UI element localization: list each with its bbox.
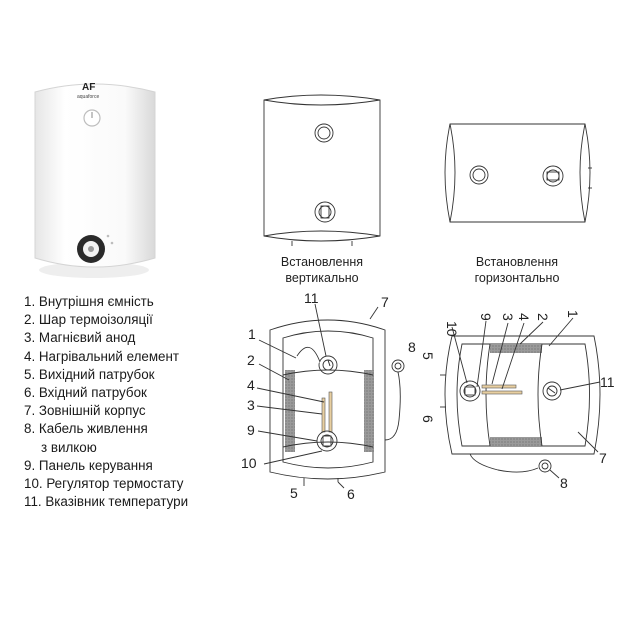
insulation-left — [285, 370, 295, 452]
legend-item-continuation: з вилкою — [41, 439, 97, 455]
legend-item: 4. Нагрівальний елемент — [24, 348, 180, 364]
legend-item: 1. Внутрішня ємність — [24, 294, 154, 309]
insulation-right — [364, 370, 374, 452]
legend-item: 11. Вказівник температури — [24, 494, 189, 510]
hor-element — [481, 390, 523, 395]
vert-element — [328, 391, 333, 433]
hor-label-4: 4 — [516, 313, 532, 321]
vert-anode — [321, 397, 326, 433]
vert-label-1: 1 — [248, 326, 256, 342]
insulation-bottom — [490, 437, 542, 446]
legend-item: 2. Шар термоізоляції — [24, 312, 153, 328]
caption-horizontal-line1: Встановлення — [475, 255, 559, 269]
legend-item: 3. Магнієвий анод — [24, 330, 136, 346]
hor-label-1: 1 — [565, 310, 581, 318]
hor-label-9: 9 — [478, 313, 494, 321]
logo-brand: aquaforce — [77, 94, 99, 100]
horizontal-outline — [444, 123, 592, 223]
vert-label-2: 2 — [247, 352, 255, 368]
vert-label-11: 11 — [304, 290, 319, 306]
parts-legend: 1. Внутрішня ємність 2. Шар термоізоляці… — [24, 293, 254, 511]
vert-label-4: 4 — [247, 377, 255, 393]
caption-vertical: Встановлення вертикально — [262, 254, 382, 286]
hor-anode — [481, 384, 517, 389]
vert-label-10: 10 — [241, 455, 257, 471]
legend-item: 8. Кабель живлення — [24, 421, 148, 437]
hor-label-6: 6 — [420, 415, 436, 423]
logo-mark: AF — [82, 82, 95, 93]
product-photo — [34, 83, 156, 278]
hor-label-8: 8 — [560, 475, 568, 491]
caption-horizontal: Встановлення горизонтально — [452, 254, 582, 286]
horizontal-cutaway — [440, 317, 601, 479]
hor-label-10: 10 — [444, 321, 460, 337]
vert-label-8: 8 — [408, 339, 416, 355]
hor-label-2: 2 — [535, 313, 551, 321]
caption-vertical-line2: вертикально — [285, 271, 359, 285]
vert-label-7: 7 — [381, 294, 389, 310]
vert-label-3: 3 — [247, 397, 255, 413]
legend-item: 9. Панель керування — [24, 457, 153, 473]
hor-label-3: 3 — [500, 313, 516, 321]
horizontal-callouts: 10 9 3 4 2 1 5 6 11 7 8 — [420, 310, 615, 491]
caption-horizontal-line2: горизонтально — [474, 271, 560, 285]
legend-item: 5. Вихідний патрубок — [24, 366, 155, 382]
vertical-callouts: 11 7 1 2 8 4 3 9 10 5 6 — [241, 290, 416, 502]
vert-label-5: 5 — [290, 485, 298, 501]
vertical-outline — [263, 94, 381, 246]
hor-label-7: 7 — [599, 450, 607, 466]
legend-item: 10. Регулятор термостату — [24, 476, 184, 492]
hor-label-11: 11 — [600, 374, 615, 390]
legend-item: 6. Вхідний патрубок — [24, 385, 147, 401]
vertical-cutaway — [256, 303, 405, 489]
insulation-top — [490, 344, 542, 353]
hor-label-5: 5 — [420, 352, 436, 360]
vert-label-6: 6 — [347, 486, 355, 502]
caption-vertical-line1: Встановлення — [280, 255, 364, 269]
legend-item: 7. Зовнішній корпус — [24, 403, 146, 419]
vert-label-9: 9 — [247, 422, 255, 438]
